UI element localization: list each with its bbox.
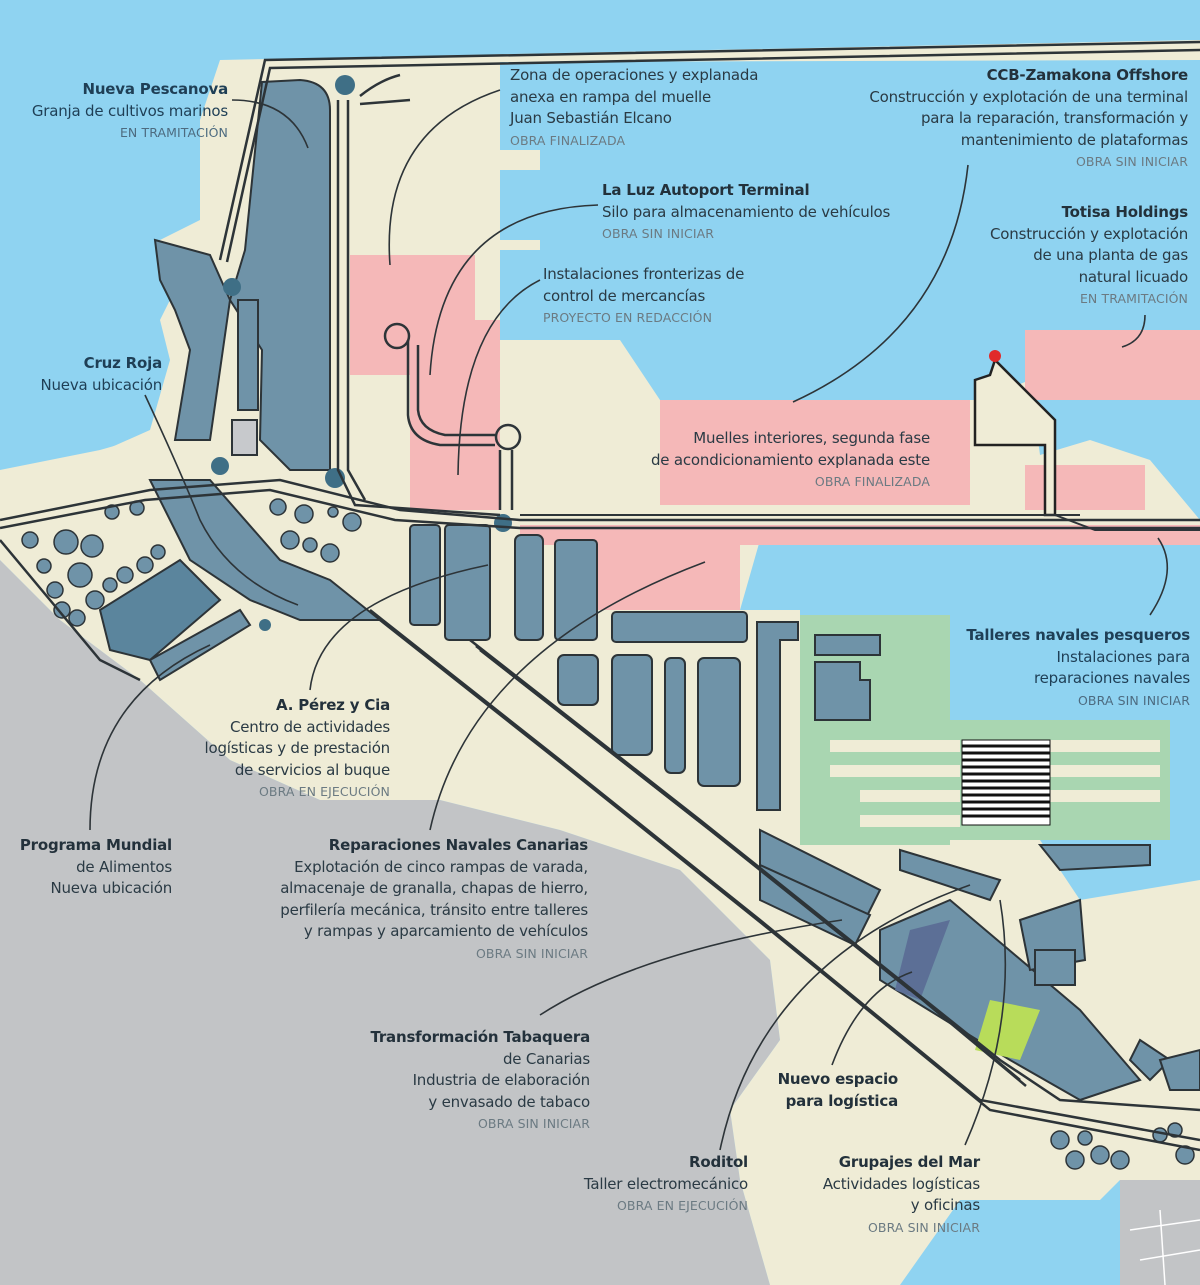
project-desc: Centro de actividades [229, 717, 390, 736]
status-badge: OBRA EN EJECUCIÓN [616, 1198, 748, 1213]
project-desc: reparaciones navales [1033, 669, 1190, 687]
project-title: Nueva Pescanova [82, 80, 228, 98]
status-badge: OBRA SIN INICIAR [1077, 692, 1190, 708]
project-title: Reparaciones Navales Canarias [328, 836, 588, 854]
marker-red [989, 350, 1001, 362]
label-nuevo-espacio: Nuevo espacio para logística [740, 1069, 899, 1112]
status-badge: EN TRAMITACIÓN [119, 125, 228, 140]
status-badge: OBRA SIN INICIAR [477, 1116, 590, 1131]
project-desc: de Alimentos [76, 857, 172, 876]
land-west [0, 430, 200, 520]
project-desc: Granja de cultivos marinos [31, 101, 228, 120]
project-desc: Instalaciones para [1056, 647, 1190, 666]
project-title: para logística [785, 1091, 899, 1110]
status-badge: OBRA SIN INICIAR [867, 1219, 980, 1235]
label-roditol: Roditol Taller electromecánico OBRA EN E… [540, 1152, 748, 1216]
project-desc: Nueva ubicación [40, 375, 162, 394]
project-desc: anexa en rampa del muelle [510, 87, 712, 106]
status-badge: OBRA SIN INICIAR [1075, 154, 1188, 169]
storage-tanks [21, 498, 1195, 1170]
project-desc: perfilería mecánica, tránsito entre tall… [280, 900, 588, 919]
project-desc: Explotación de cinco rampas de varada, [294, 857, 588, 876]
lower-right-blocks [1129, 1209, 1200, 1285]
project-desc: Actividades logísticas [822, 1174, 980, 1193]
status-badge: OBRA FINALIZADA [510, 132, 626, 148]
project-title: Totisa Holdings [1061, 203, 1189, 221]
project-title: Grupajes del Mar [838, 1153, 980, 1171]
project-desc: Taller electromecánico [583, 1174, 748, 1193]
project-title: Talleres navales pesqueros [966, 626, 1190, 644]
roundabouts-open [383, 322, 522, 451]
label-cruz-roja: Cruz Roja Nueva ubicación [0, 353, 162, 396]
project-desc: Instalaciones fronterizas de [543, 265, 745, 283]
project-desc: mantenimiento de plataformas [960, 130, 1188, 149]
status-badge: EN TRAMITACIÓN [1079, 291, 1188, 306]
status-badge: OBRA EN EJECUCIÓN [258, 784, 390, 799]
label-zona-operaciones: Zona de operaciones y explanada anexa en… [510, 65, 810, 151]
project-desc: natural licuado [1078, 267, 1189, 286]
project-desc: Juan Sebastián Elcano [510, 109, 672, 127]
label-grupajes: Grupajes del Mar Actividades logísticas … [760, 1152, 980, 1238]
grupajes-plot [975, 1000, 1040, 1060]
roads [0, 40, 1200, 1152]
label-nueva-pescanova: Nueva Pescanova Granja de cultivos marin… [0, 79, 228, 143]
label-tabaquera: Transformación Tabaquera de Canarias Ind… [330, 1027, 590, 1134]
project-desc: y oficinas [910, 1196, 980, 1214]
label-instalaciones-fronterizas: Instalaciones fronterizas de control de … [543, 264, 803, 328]
urban-area [0, 560, 780, 1285]
urban-area-se [1120, 1170, 1200, 1285]
project-title: La Luz Autoport Terminal [602, 181, 810, 199]
leader-lines [89, 89, 1169, 1151]
project-title: Programa Mundial [19, 836, 172, 854]
label-ccb-zamakona: CCB-Zamakona Offshore Construcción y exp… [810, 65, 1188, 172]
status-badge: PROYECTO EN REDACCIÓN [543, 310, 713, 325]
label-talleres-navales: Talleres navales pesqueros Instalaciones… [940, 625, 1190, 711]
quay-rail [520, 514, 1200, 531]
project-title: Roditol [689, 1153, 748, 1171]
project-desc: Silo para almacenamiento de vehículos [602, 202, 891, 221]
project-desc: de servicios al buque [234, 760, 390, 779]
label-muelles-interiores: Muelles interiores, segunda fase de acon… [600, 428, 930, 492]
project-desc: control de mercancías [543, 286, 706, 305]
project-title: CCB-Zamakona Offshore [986, 66, 1189, 84]
project-desc: Industria de elaboración [412, 1071, 591, 1089]
project-desc: y rampas y aparcamiento de vehículos [303, 922, 588, 940]
project-desc: y envasado de tabaco [428, 1092, 590, 1111]
project-desc: Construcción y explotación de una termin… [869, 87, 1188, 106]
project-title: Transformación Tabaquera [370, 1028, 590, 1046]
project-desc: Nueva ubicación [50, 879, 172, 897]
building-highlight [895, 920, 950, 1000]
project-desc: de Canarias [502, 1049, 590, 1068]
project-title: A. Pérez y Cia [276, 696, 390, 714]
project-desc: logísticas y de prestación [204, 739, 391, 757]
status-badge: OBRA SIN INICIAR [602, 226, 715, 241]
project-desc: almacenaje de granalla, chapas de hierro… [280, 879, 588, 897]
project-desc: de acondicionamiento explanada este [650, 450, 930, 469]
label-totisa: Totisa Holdings Construcción y explotaci… [940, 202, 1188, 309]
project-zones-pink [350, 255, 1200, 610]
project-desc: Construcción y explotación [990, 224, 1188, 243]
status-badge: OBRA FINALIZADA [814, 474, 930, 489]
label-perez-cia: A. Pérez y Cia Centro de actividades log… [160, 695, 391, 802]
project-desc: para la reparación, transformación y [920, 109, 1188, 127]
label-reparaciones-navales: Reparaciones Navales Canarias Explotació… [230, 835, 588, 964]
project-desc: Muelles interiores, segunda fase [693, 429, 930, 447]
project-title: Nuevo espacio [777, 1070, 899, 1088]
project-desc: Zona de operaciones y explanada [510, 66, 759, 84]
project-zone-green [800, 615, 1170, 845]
project-title: Cruz Roja [83, 354, 163, 372]
project-desc: de una planta de gas [1033, 246, 1188, 264]
label-la-luz-autoport: La Luz Autoport Terminal Silo para almac… [602, 180, 932, 244]
label-programa-mundial: Programa Mundial de Alimentos Nueva ubic… [0, 835, 172, 900]
status-badge: OBRA SIN INICIAR [475, 945, 588, 961]
